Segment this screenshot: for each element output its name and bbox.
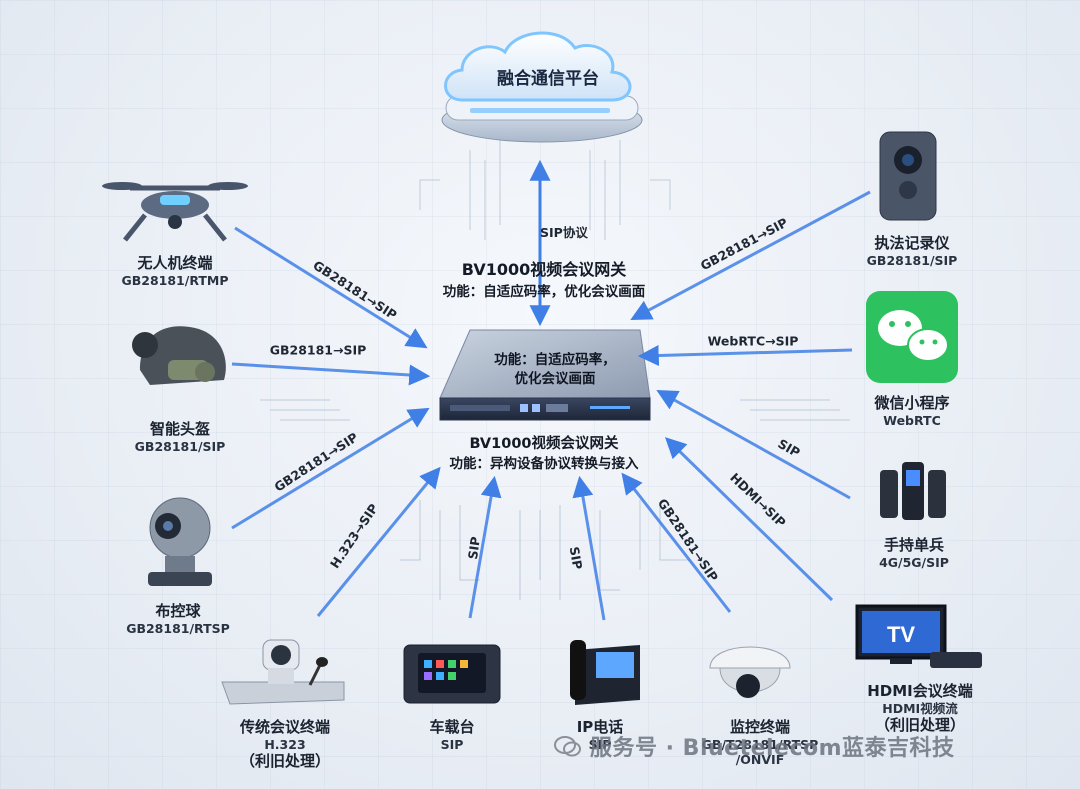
gateway-bottom-function: 功能：异构设备协议转换与接入 [449, 456, 639, 472]
hdmi-proto: HDMI视频流 [882, 700, 958, 716]
drone-link-arrow [234, 226, 428, 349]
bodycam-name: 执法记录仪 [874, 234, 950, 252]
drone-icon [102, 182, 248, 242]
sip-protocol-label: SIP协议 [540, 225, 588, 240]
legacy-conference-terminal-icon [221, 639, 345, 705]
surveillance-camera-icon [709, 646, 791, 698]
watermark-text: 服务号 · Bluetelecom蓝泰吉科技 [590, 736, 955, 761]
monitor-name: 监控终端 [729, 718, 790, 736]
wechat-edge-label: WebRTC→SIP [707, 333, 799, 349]
vehicle-edge-label: SIP [464, 535, 484, 561]
vehicle-link-arrow [468, 475, 502, 619]
handheld-link-arrow [656, 389, 851, 500]
handheld-proto: 4G/5G/SIP [879, 554, 949, 570]
cloud-platform-icon [441, 31, 643, 143]
legacy-link-arrow [316, 466, 441, 617]
helmet-name: 智能头盔 [149, 420, 210, 438]
bodycam-link-arrow [630, 190, 871, 320]
ipphone-name: IP电话 [576, 718, 624, 736]
wechat-proto: WebRTC [883, 412, 941, 428]
cloud-title: 融合通信平台 [497, 69, 599, 89]
drone-name: 无人机终端 [137, 254, 213, 272]
body-camera-icon [879, 131, 937, 221]
legacy-name: 传统会议终端 [239, 718, 331, 736]
legacy-note: （利旧处理） [239, 752, 331, 771]
vehicle-proto: SIP [440, 736, 464, 752]
hdmi-link-arrow [664, 437, 834, 602]
ptz-name: 布控球 [155, 602, 201, 620]
tv-screen-text: TV [887, 622, 915, 647]
bodycam-proto: GB28181/SIP [866, 252, 958, 268]
helmet-link-arrow [231, 362, 431, 386]
ptz-camera-icon [148, 497, 212, 586]
gateway-top-function: 功能：自适应码率，优化会议画面 [442, 284, 646, 300]
helmet-proto: GB28181/SIP [134, 438, 226, 454]
handheld-terminal-icon [880, 462, 946, 520]
connection-arrows [231, 159, 871, 621]
monitor-link-arrow [621, 472, 732, 613]
gateway-top-title: BV1000视频会议网关 [461, 260, 627, 279]
helmet-edge-label: GB28181→SIP [269, 342, 367, 358]
monitor-proto2: /ONVIF [735, 752, 785, 768]
drone-proto: GB28181/RTMP [121, 272, 229, 288]
legacy-proto: H.323 [264, 736, 306, 752]
gateway-box-line1: 功能：自适应码率， [494, 352, 616, 368]
ptz-link-arrow [231, 407, 430, 530]
ptz-proto: GB28181/RTSP [126, 620, 230, 636]
wechat-mini-program-icon [866, 291, 958, 383]
handheld-name: 手持单兵 [883, 536, 944, 554]
smart-helmet-icon [132, 326, 226, 385]
wechat-link-arrow [637, 345, 853, 367]
wechat-name: 微信小程序 [874, 394, 950, 412]
gateway-bottom-title: BV1000视频会议网关 [469, 436, 619, 452]
vehicle-name: 车载台 [429, 718, 475, 736]
vehicle-radio-icon [403, 644, 501, 704]
hdmi-name: HDMI会议终端 [867, 682, 973, 700]
gateway-box-line2: 优化会议画面 [514, 371, 596, 387]
hdmi-tv-icon: TV [855, 604, 982, 668]
hdmi-note: （利旧处理） [874, 716, 966, 735]
watermark-logo-icon [554, 736, 581, 757]
gateway-device-icon [439, 329, 651, 421]
ipphone-proto: SIP [588, 736, 612, 752]
ipphone-link-arrow [572, 475, 606, 621]
monitor-proto: GB/T28181/RTSP [701, 736, 819, 752]
ip-phone-icon [570, 640, 640, 705]
